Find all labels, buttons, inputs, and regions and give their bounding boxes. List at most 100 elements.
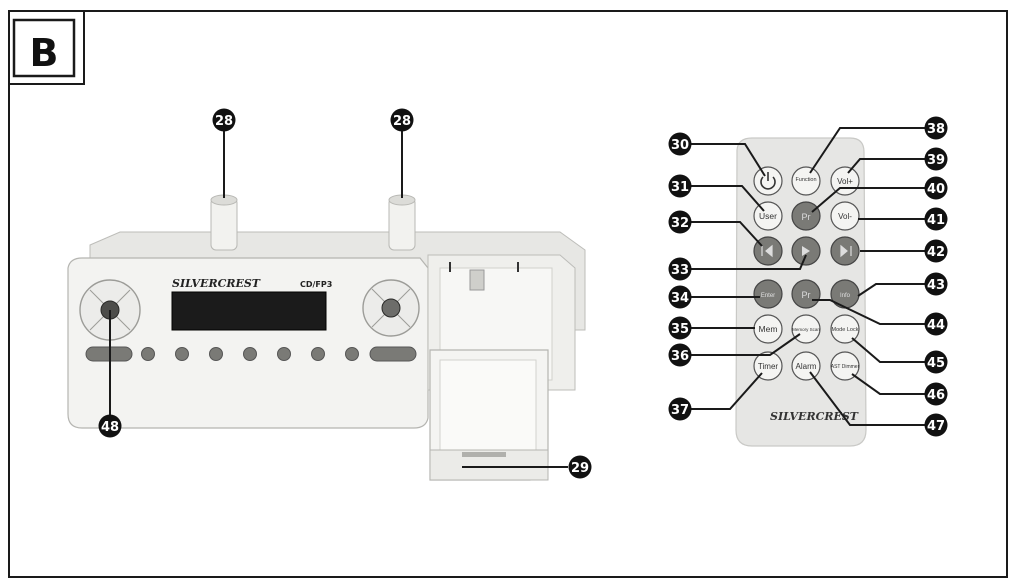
power-icon [760,176,776,190]
svg-text:46: 46 [927,388,945,403]
vol-minus-label: Vol- [838,212,852,221]
callout-35: 35 [668,316,692,340]
svg-text:41: 41 [927,213,945,228]
callout-41: 41 [924,207,948,231]
pr-down-button[interactable]: Pr [791,279,821,309]
callout-42: 42 [924,239,948,263]
function-button[interactable]: Function [791,166,821,196]
device-button[interactable] [175,347,189,361]
memory-scan-button[interactable]: Memory Scan [791,314,821,344]
device-button[interactable] [345,347,359,361]
device-button[interactable] [243,347,257,361]
svg-text:28: 28 [215,114,233,129]
pr-down-label: Pr [802,290,811,300]
mounting-post-right [388,194,416,251]
svg-text:30: 30 [671,138,689,153]
alarm-button[interactable]: Alarm [791,351,821,381]
svg-text:40: 40 [927,182,945,197]
callout-30: 30 [668,132,692,156]
svg-text:31: 31 [671,180,689,195]
svg-text:34: 34 [671,291,689,306]
navigation-pad-right[interactable] [362,279,420,337]
svg-text:42: 42 [927,245,945,260]
callout-29: 29 [568,455,592,479]
callout-43: 43 [924,272,948,296]
mem-button[interactable]: Mem [753,314,783,344]
callout-34: 34 [668,285,692,309]
callout-28-left: 28 [212,108,236,132]
menu-enter-button[interactable]: Enter [753,279,783,309]
info-label: Info [840,293,851,299]
previous-icon [761,244,773,258]
docking-tray [429,349,549,481]
svg-text:28: 28 [393,114,411,129]
memory-scan-label: Memory Scan [792,327,820,332]
power-button[interactable] [753,166,783,196]
alarm-label: Alarm [796,362,817,371]
svg-text:39: 39 [927,153,945,168]
callout-38: 38 [924,116,948,140]
model-mark: CD/FP3 [300,280,332,289]
svg-text:48: 48 [101,420,119,435]
callout-48: 48 [98,414,122,438]
svg-text:37: 37 [671,403,689,418]
callout-36: 36 [668,343,692,367]
next-button[interactable] [830,236,860,266]
device-button[interactable] [141,347,155,361]
vol-plus-label: Vol+ [837,177,853,186]
play-pause-button[interactable] [791,236,821,266]
radio-device: SILVERCREST CD/FP3 [67,194,586,481]
callout-31: 31 [668,174,692,198]
user-button[interactable]: User [753,201,783,231]
figure-letter-tab: B [9,11,85,85]
callout-45: 45 [924,350,948,374]
function-label: Function [795,177,816,183]
mem-label: Mem [759,324,778,334]
callout-40: 40 [924,176,948,200]
play-icon [802,246,810,256]
mode-lock-label: Mode Lock [832,327,859,333]
callout-32: 32 [668,210,692,234]
svg-text:45: 45 [927,356,945,371]
brand-logo: SILVERCREST [172,277,261,290]
device-button[interactable] [209,347,223,361]
device-button[interactable] [277,347,291,361]
svg-text:43: 43 [927,278,945,293]
mode-lock-button[interactable]: Mode Lock [830,314,860,344]
figure-letter: B [30,31,59,75]
svg-text:44: 44 [927,318,945,333]
svg-text:36: 36 [671,349,689,364]
pr-up-label: Pr [802,212,811,222]
lcd-display [171,291,327,331]
svg-text:38: 38 [927,122,945,137]
svg-text:32: 32 [671,216,689,231]
device-front [67,257,429,429]
mounting-post-left [210,194,238,251]
svg-text:47: 47 [927,419,945,434]
vol-minus-button[interactable]: Vol- [830,201,860,231]
device-button[interactable] [311,347,325,361]
device-button-wide-right[interactable] [369,346,417,362]
user-label: User [759,211,777,221]
ast-dimmer-button[interactable]: AST Dimmer [830,351,860,381]
callout-39: 39 [924,147,948,171]
leader-lines [109,127,936,468]
callout-47: 47 [924,413,948,437]
callout-37: 37 [668,397,692,421]
remote-brand-logo: SILVERCREST [770,410,859,423]
ast-dimmer-label: AST Dimmer [831,364,860,370]
callout-46: 46 [924,382,948,406]
next-icon [840,244,852,258]
callout-labels: 28 28 48 29 30 31 32 33 34 35 36 37 38 3… [98,108,948,479]
callout-28-right: 28 [390,108,414,132]
timer-label: Timer [758,362,778,371]
callout-44: 44 [924,312,948,336]
svg-text:33: 33 [671,263,689,278]
callout-33: 33 [668,257,692,281]
figure-frame [8,10,1008,578]
svg-text:29: 29 [571,461,589,476]
info-button[interactable]: Info [830,279,860,309]
pr-up-button[interactable]: Pr [791,201,821,231]
menu-enter-label: Enter [761,293,775,299]
